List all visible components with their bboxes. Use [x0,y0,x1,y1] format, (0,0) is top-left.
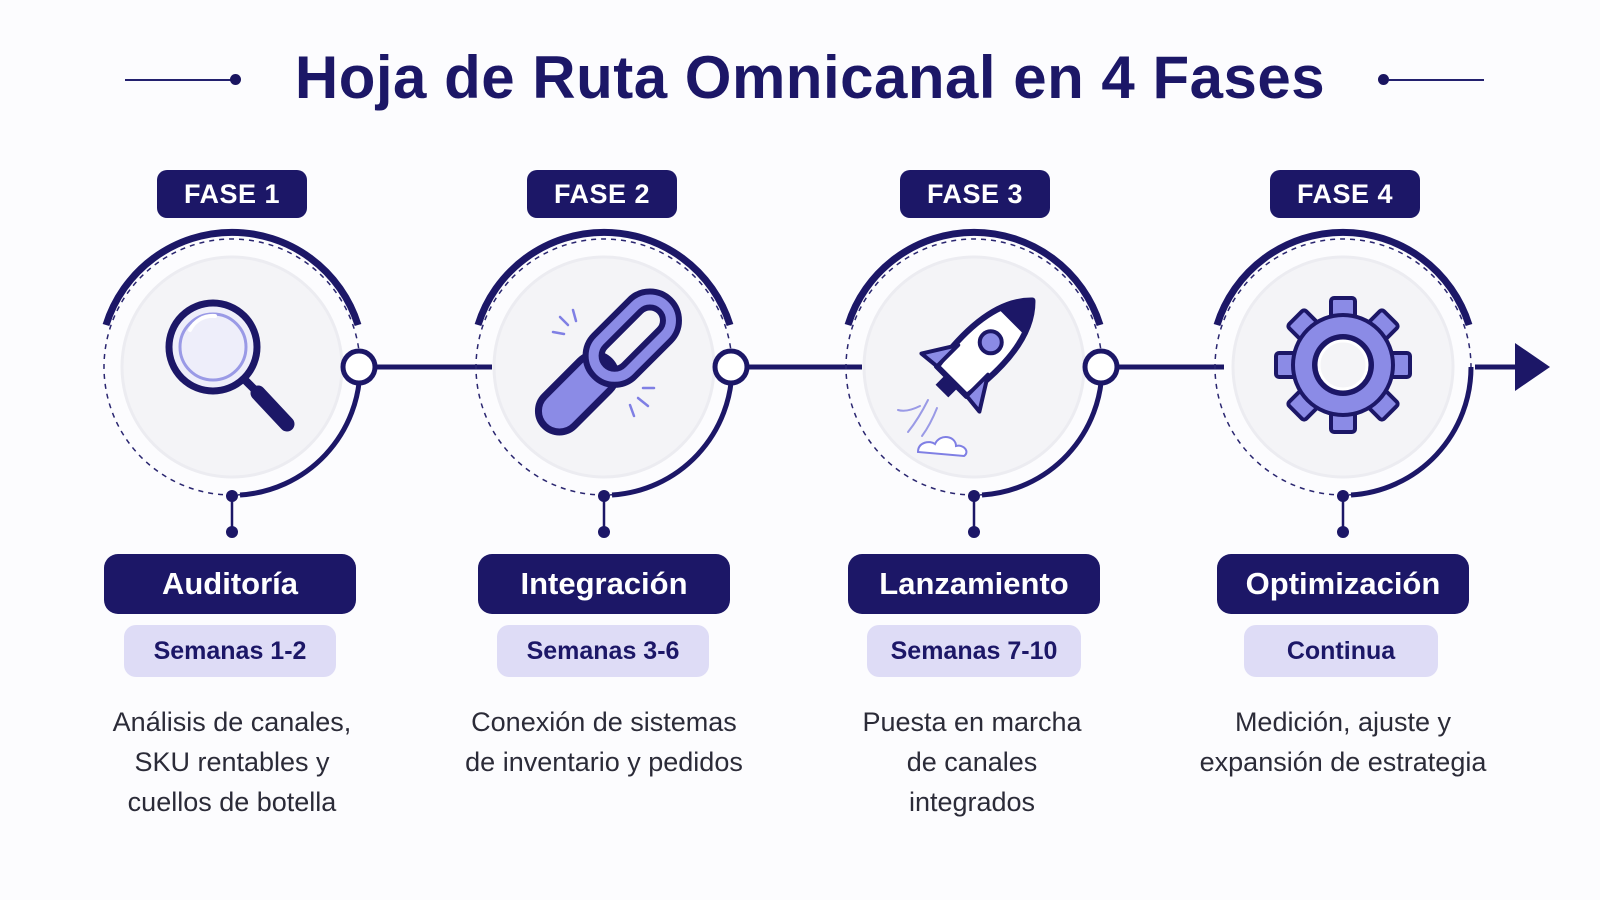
phase-2-name: Integración [478,554,730,614]
phase-2-node [474,228,750,538]
phase-3-description-line: integrados [908,787,1036,817]
phase-4-description: Medición, ajuste y expansión de estrateg… [1183,702,1503,782]
phase-1-badge: FASE 1 [157,170,307,218]
phase-4-name: Optimización [1217,554,1469,614]
phase-2-badge: FASE 2 [527,170,677,218]
phase-3-connector-node [1082,348,1120,386]
phase-4-arc-top [1213,228,1473,327]
phase-4-arc-right [1350,366,1474,498]
phase-2-description: Conexión de sistemas de inventario y ped… [444,702,764,782]
title-rule-left [125,79,233,81]
phase-2-description-line: de inventario y pedidos [465,747,743,777]
phase-2-arc-right [611,366,735,498]
arrow-head-icon [1515,343,1550,391]
phase-3-arc-top [844,228,1104,327]
title-rule-right [1388,79,1484,81]
phase-1-stem-dot-bottom [226,526,238,538]
phase-1-name: Auditoría [104,554,356,614]
phase-1-arc-right [239,366,363,498]
title-dot-right [1378,74,1389,85]
phase-2-arc-top [474,228,734,327]
phase-2-description-line: Conexión de sistemas [471,707,737,737]
phase-2-connector-node [712,348,750,386]
title-dot-left [230,74,241,85]
phase-1-description-line: cuellos de botella [127,787,337,817]
phase-1-description-line: Análisis de canales, [112,707,352,737]
phase-4-stem-dot-bottom [1337,526,1349,538]
phase-3-arc-right [981,366,1105,498]
phase-4-description-line: Medición, ajuste y [1234,707,1452,737]
phase-3-badge: FASE 3 [900,170,1050,218]
phase-3-description: Puesta en marcha de canales integrados [812,702,1132,822]
magnifier-icon [165,299,295,432]
phase-1-connector-node [340,348,378,386]
phase-2-duration: Semanas 3-6 [497,625,709,677]
phase-1-description-line: SKU rentables y [134,747,330,777]
title-row: Hoja de Ruta Omnicanal en 4 Fases [0,38,1600,118]
phase-3-description-line: Puesta en marcha [862,707,1082,737]
phase-1-arc-top [102,228,362,327]
phase-4-node [1213,228,1474,538]
phase-3-name: Lanzamiento [848,554,1100,614]
phase-2-stem-dot-bottom [598,526,610,538]
phase-3-stem-dot-bottom [968,526,980,538]
phase-1-duration: Semanas 1-2 [124,625,336,677]
page-title: Hoja de Ruta Omnicanal en 4 Fases [294,44,1326,111]
phase-1-description: Análisis de canales, SKU rentables y cue… [72,702,392,822]
phase-3-description-line: de canales [906,747,1038,777]
phase-4-badge: FASE 4 [1270,170,1420,218]
rocket-icon [897,297,1036,458]
phase-4-description-line: expansión de estrategia [1199,747,1487,777]
phase-3-duration: Semanas 7-10 [867,625,1081,677]
chain-link-icon [534,288,682,436]
phase-1-node [102,228,378,538]
phase-3-node [844,228,1120,538]
gear-icon [1274,296,1412,434]
phase-4-duration: Continua [1244,625,1438,677]
